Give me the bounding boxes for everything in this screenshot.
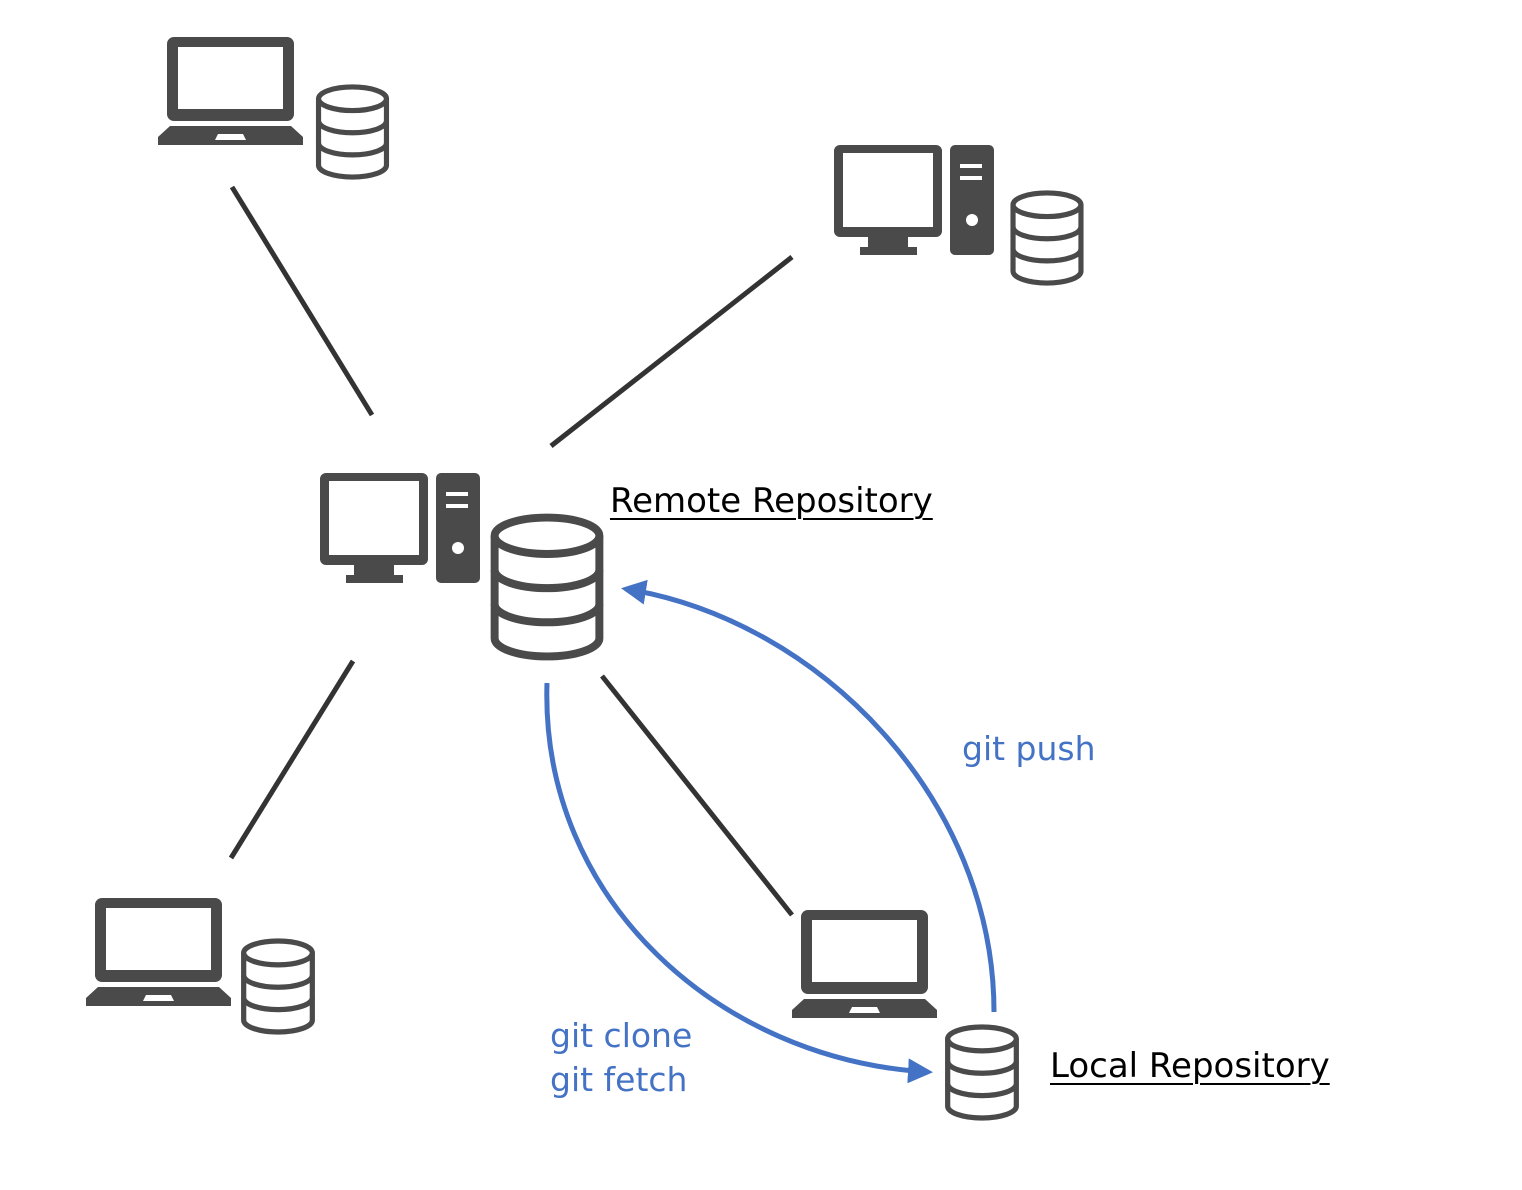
laptop-icon xyxy=(158,37,303,145)
git-push-arrow xyxy=(621,579,997,1013)
local-repository-label: Local Repository xyxy=(1050,1046,1330,1086)
node-local xyxy=(792,910,1016,1118)
database-icon xyxy=(244,941,313,1032)
link-top-right xyxy=(549,255,794,448)
link-top-left xyxy=(229,185,375,417)
desktop-icon xyxy=(320,473,480,583)
link-bottom-right xyxy=(600,674,794,917)
desktop-icon xyxy=(834,145,994,255)
git-clone-label: git clone xyxy=(550,1016,693,1055)
git-clone-fetch-arrow xyxy=(544,682,933,1084)
git-push-label: git push xyxy=(962,729,1096,768)
remote-repository-database-icon xyxy=(495,518,600,657)
link-bottom-left xyxy=(228,659,356,860)
laptop-icon xyxy=(86,898,231,1006)
local-repository-database-icon xyxy=(948,1027,1017,1118)
node-top-right xyxy=(834,145,1081,283)
node-bottom-left xyxy=(86,898,312,1032)
remote-repository-label: Remote Repository xyxy=(610,481,933,521)
database-icon xyxy=(1013,193,1081,283)
database-icon xyxy=(319,87,387,177)
git-fetch-label: git fetch xyxy=(550,1060,688,1099)
node-top-left xyxy=(158,37,386,177)
laptop-icon xyxy=(792,910,937,1018)
node-remote xyxy=(320,473,599,656)
